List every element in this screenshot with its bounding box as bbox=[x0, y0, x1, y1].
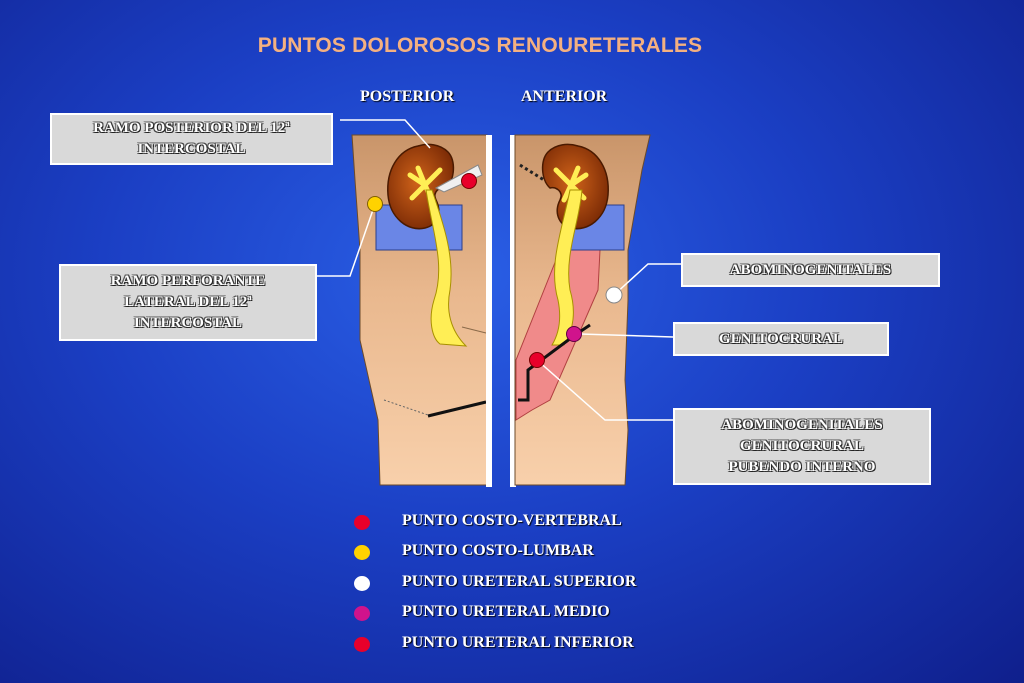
label-ramo-posterior: RAMO POSTERIOR DEL 12ª INTERCOSTAL bbox=[50, 113, 333, 165]
label-combined-nerves: ABOMINOGENITALES GENITOCRURAL PUBENDO IN… bbox=[673, 408, 931, 485]
legend-dot-3 bbox=[354, 606, 370, 622]
kidney-anterior bbox=[541, 143, 609, 230]
legend-dot-2 bbox=[354, 575, 370, 591]
legend-label: PUNTO URETERAL MEDIO bbox=[402, 603, 610, 621]
legend-dot-1 bbox=[354, 545, 370, 561]
punto-ureteral-superior-marker bbox=[605, 286, 623, 304]
legend-label: PUNTO URETERAL SUPERIOR bbox=[402, 572, 637, 590]
divider-posterior bbox=[486, 135, 492, 487]
connector-lines bbox=[317, 119, 681, 421]
punto-costo-lumbar-marker bbox=[367, 196, 383, 212]
posterior-torso bbox=[351, 134, 488, 486]
legend-dot-0 bbox=[354, 515, 370, 530]
posterior-view-label: POSTERIOR bbox=[360, 88, 455, 105]
label-ramo-perforante: RAMO PERFORANTE LATERAL DEL 12ª INTERCOS… bbox=[59, 264, 317, 341]
divider-anterior bbox=[510, 135, 516, 487]
punto-costo-vertebral-marker bbox=[461, 173, 477, 189]
legend-label: PUNTO URETERAL INFERIOR bbox=[402, 633, 634, 651]
anterior-torso bbox=[514, 134, 651, 486]
punto-ureteral-medio-marker bbox=[566, 326, 582, 342]
pointer-posterior bbox=[434, 164, 483, 193]
punto-ureteral-inferior-marker bbox=[529, 352, 545, 368]
page-title: PUNTOS DOLOROSOS RENOURETERALES bbox=[257, 34, 703, 57]
anterior-view-label: ANTERIOR bbox=[521, 88, 608, 105]
label-abominogenitales: ABOMINOGENITALES bbox=[681, 253, 940, 287]
legend-label: PUNTO COSTO-LUMBAR bbox=[402, 542, 594, 560]
ureter-posterior bbox=[425, 189, 468, 347]
label-genitocrural: GENITOCRURAL bbox=[673, 322, 889, 356]
legend-dot-4 bbox=[354, 636, 370, 652]
legend-label: PUNTO COSTO-VERTEBRAL bbox=[402, 512, 622, 529]
